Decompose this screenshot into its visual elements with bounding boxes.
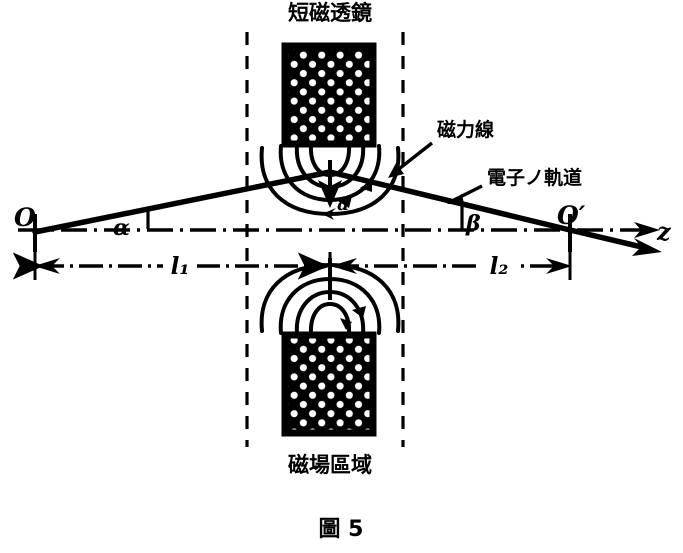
dimension-l2: l₂ (331, 249, 572, 280)
callout-field-lines (388, 141, 434, 178)
dimension-l1-label: l₁ (171, 253, 190, 280)
object-point-label: O (14, 203, 36, 232)
angle-beta-label: β (465, 211, 481, 237)
lens-title-label: 短磁透鏡 (288, 1, 372, 25)
pole-piece-upper (281, 42, 377, 148)
figure-caption: 圖 5 (319, 517, 364, 542)
electron-path-callout-label: 電子ノ軌道 (487, 166, 582, 189)
angle-alpha-label: α (113, 215, 130, 241)
electron-trajectory (32, 169, 662, 256)
callout-electron-path (447, 184, 483, 204)
field-lines-callout-label: 磁力線 (437, 118, 494, 141)
electron-trajectory-arrowhead (632, 238, 662, 256)
dimension-l2-label: l₂ (490, 253, 509, 280)
field-line-arrowheads-lower (340, 306, 366, 330)
axis-label-z: z (656, 217, 672, 246)
optical-axis-arrowhead (634, 222, 660, 238)
gap-label: a (337, 193, 349, 215)
dimension-l1: l₁ (12, 249, 332, 280)
field-region-label: 磁場區域 (288, 453, 372, 477)
image-point-label: O′ (557, 201, 586, 230)
pole-piece-lower (281, 331, 377, 437)
